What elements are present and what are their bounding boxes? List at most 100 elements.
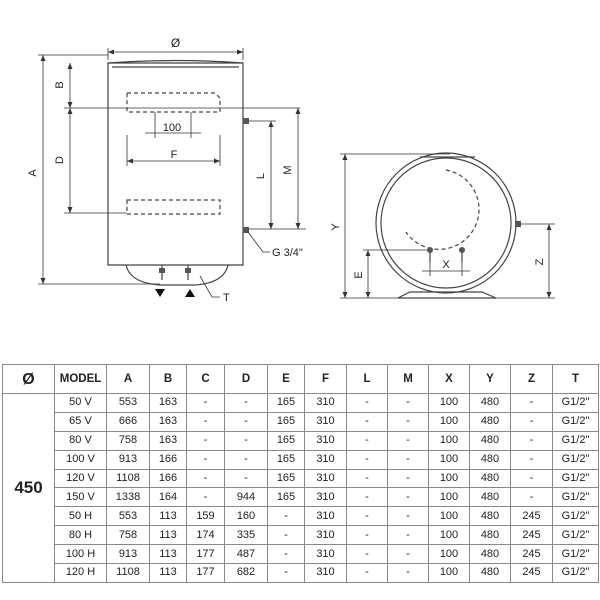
table-cell: 100	[428, 487, 470, 508]
label-T: T	[223, 292, 230, 304]
table-cell: 310	[304, 393, 347, 413]
label-D: D	[54, 156, 66, 164]
table-cell: 335	[224, 525, 268, 546]
table-cell: 50 V	[54, 393, 107, 413]
table-cell: -	[387, 506, 429, 527]
label-fitting: G 3/4"	[272, 247, 303, 259]
table-cell: G1/2"	[552, 563, 599, 583]
table-cell: 1108	[106, 468, 150, 489]
table-cell: -	[346, 411, 388, 432]
arrow-up-icon	[185, 289, 195, 297]
table-cell: 100	[428, 430, 470, 451]
table-cell: G1/2"	[552, 544, 599, 565]
table-cell: -	[224, 411, 268, 432]
table-cell: -	[267, 525, 305, 546]
table-cell: G1/2"	[552, 487, 599, 508]
table-cell: -	[387, 430, 429, 451]
table-cell: -	[387, 411, 429, 432]
table-cell: 666	[106, 411, 150, 432]
table-cell: -	[267, 544, 305, 565]
table-cell: G1/2"	[552, 525, 599, 546]
table-cell: -	[346, 544, 388, 565]
label-E: E	[353, 271, 365, 278]
table-cell: -	[224, 449, 268, 470]
table-cell: -	[510, 468, 553, 489]
table-cell: 165	[267, 449, 305, 470]
column-header: L	[346, 364, 388, 394]
table-cell: G1/2"	[552, 411, 599, 432]
table-cell: 113	[149, 525, 187, 546]
table-cell: 120 V	[54, 468, 107, 489]
table-cell: 163	[149, 411, 187, 432]
table-cell: -	[346, 506, 388, 527]
label-F: F	[171, 149, 178, 161]
column-header: Y	[469, 364, 511, 394]
table-cell: 100	[428, 449, 470, 470]
table-cell: -	[387, 525, 429, 546]
table-cell: 245	[510, 506, 553, 527]
table-cell: 177	[186, 544, 225, 565]
table-cell: 480	[469, 411, 511, 432]
table-cell: 174	[186, 525, 225, 546]
label-100: 100	[163, 122, 181, 134]
table-cell: -	[510, 393, 553, 413]
table-cell: 487	[224, 544, 268, 565]
front-view: Ø 100 F A	[27, 36, 306, 304]
table-cell: 100	[428, 411, 470, 432]
table-cell: 80 V	[54, 430, 107, 451]
table-cell: 310	[304, 411, 347, 432]
diameter-cell: 450	[2, 393, 55, 583]
table-cell: G1/2"	[552, 430, 599, 451]
table-cell: 100	[428, 525, 470, 546]
table-cell: 553	[106, 393, 150, 413]
table-cell: 758	[106, 525, 150, 546]
table-cell: 100	[428, 506, 470, 527]
table-cell: -	[224, 468, 268, 489]
table-cell: -	[387, 468, 429, 489]
table-cell: 166	[149, 468, 187, 489]
table-cell: G1/2"	[552, 393, 599, 413]
table-cell: 310	[304, 449, 347, 470]
table-cell: 1338	[106, 487, 150, 508]
table-cell: -	[224, 393, 268, 413]
table-cell: -	[267, 563, 305, 583]
table-cell: -	[186, 411, 225, 432]
table-cell: -	[387, 393, 429, 413]
label-diameter: Ø	[171, 36, 180, 50]
table-cell: 480	[469, 544, 511, 565]
table-cell: 310	[304, 525, 347, 546]
table-cell: -	[186, 468, 225, 489]
table-cell: -	[346, 449, 388, 470]
column-header: D	[224, 364, 268, 394]
label-L: L	[255, 173, 267, 179]
label-B: B	[54, 81, 66, 88]
column-header: A	[106, 364, 150, 394]
table-cell: -	[346, 563, 388, 583]
table-cell: 310	[304, 544, 347, 565]
table-cell: 310	[304, 487, 347, 508]
table-cell: 50 H	[54, 506, 107, 527]
table-cell: 120 H	[54, 563, 107, 583]
table-cell: -	[224, 430, 268, 451]
table-cell: 65 V	[54, 411, 107, 432]
table-cell: 310	[304, 506, 347, 527]
table-cell: 80 H	[54, 525, 107, 546]
table-cell: 165	[267, 430, 305, 451]
table-cell: 165	[267, 393, 305, 413]
table-cell: 113	[149, 563, 187, 583]
table-cell: 165	[267, 411, 305, 432]
table-cell: 480	[469, 449, 511, 470]
table-cell: 480	[469, 563, 511, 583]
table-cell: 100	[428, 393, 470, 413]
tank-body	[107, 59, 244, 286]
table-cell: -	[186, 487, 225, 508]
table-cell: -	[387, 449, 429, 470]
table-cell: 165	[267, 468, 305, 489]
column-header: C	[186, 364, 225, 394]
